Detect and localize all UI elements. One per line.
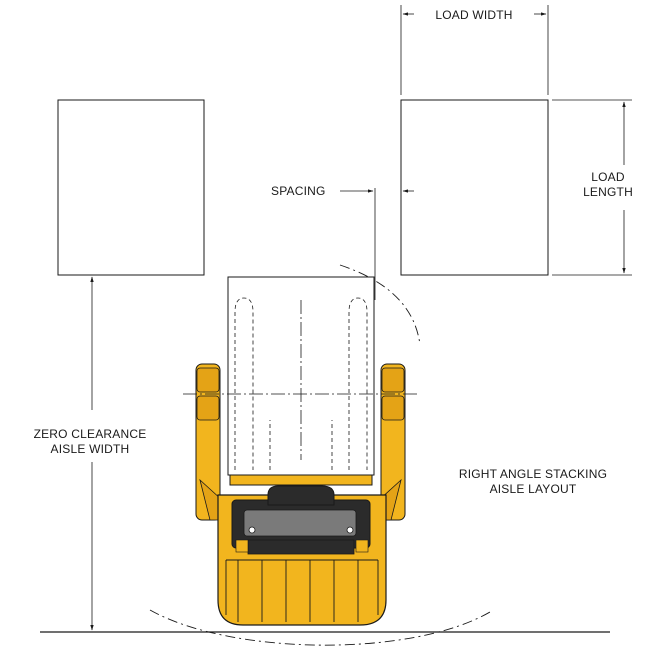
right-load-box <box>400 99 549 276</box>
operator-compartment <box>231 485 371 555</box>
turning-arc-bottom <box>149 609 491 646</box>
turning-arc-top <box>339 264 421 346</box>
fork-outlines <box>234 297 368 470</box>
load-width-dimension <box>400 5 549 95</box>
load-length-line1: LOAD <box>591 170 625 184</box>
left-outrigger <box>195 363 223 521</box>
load-length-dimension <box>552 99 632 276</box>
mast-carriage <box>229 474 373 486</box>
spacing-dimension <box>340 188 414 300</box>
spacing-label: SPACING <box>271 184 326 198</box>
layout-line1: RIGHT ANGLE STACKING <box>458 467 608 481</box>
forklift-truck <box>183 276 418 626</box>
load-length-line2: LENGTH <box>583 185 633 199</box>
right-outrigger <box>378 363 406 521</box>
left-load-box <box>57 99 205 276</box>
aisle-width-label: ZERO CLEARANCE AISLE WIDTH <box>30 427 150 457</box>
layout-label: RIGHT ANGLE STACKING AISLE LAYOUT <box>452 467 614 497</box>
aisle-width-line1: ZERO CLEARANCE <box>33 427 147 441</box>
aisle-width-line2: AISLE WIDTH <box>50 442 130 456</box>
layout-line2: AISLE LAYOUT <box>489 482 577 496</box>
load-length-label: LOAD LENGTH <box>583 170 633 200</box>
battery-compartment <box>225 559 379 622</box>
load-width-label: LOAD WIDTH <box>435 8 513 22</box>
